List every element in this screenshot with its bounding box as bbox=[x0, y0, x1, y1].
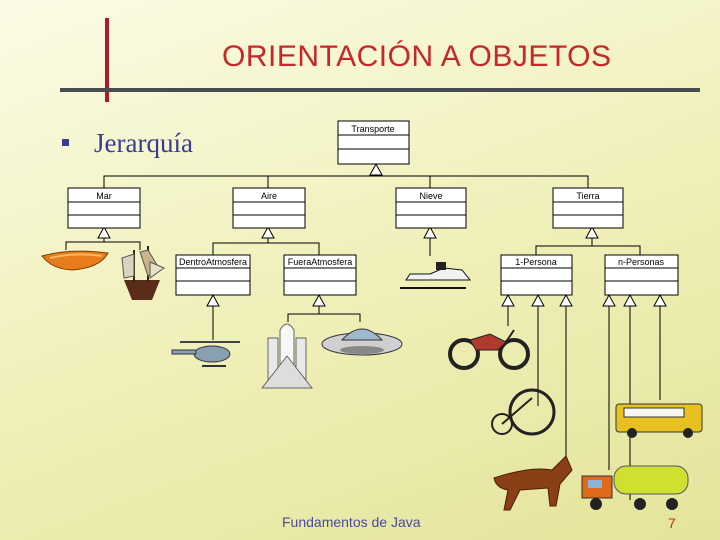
class-nieve: Nieve bbox=[395, 187, 467, 229]
class-mar: Mar bbox=[67, 187, 141, 229]
class-dentro-label: DentroAtmosfera bbox=[179, 257, 247, 267]
tanker-truck-icon bbox=[581, 465, 689, 510]
motorcycle-icon bbox=[448, 329, 530, 370]
class-tierra: Tierra bbox=[552, 187, 624, 229]
inherit-arrow-npersonas-a bbox=[602, 293, 616, 307]
class-npersonas-label: n-Personas bbox=[618, 257, 665, 267]
class-dentro-atmosfera: DentroAtmosfera bbox=[175, 254, 251, 296]
footer-text: Fundamentos de Java bbox=[282, 514, 421, 530]
inherit-arrow-npersonas-c bbox=[653, 293, 667, 307]
class-mar-label: Mar bbox=[96, 191, 112, 201]
slide-title: ORIENTACIÓN A OBJETOS bbox=[222, 40, 612, 73]
connector-dentro bbox=[212, 238, 269, 256]
accent-vertical-bar bbox=[105, 18, 109, 102]
connector-canoe bbox=[65, 238, 105, 250]
canoe-icon bbox=[41, 250, 109, 271]
sailing-ship-icon bbox=[121, 246, 166, 300]
horse-icon bbox=[493, 455, 573, 511]
inherit-arrow-1persona-b bbox=[531, 293, 545, 307]
class-aire: Aire bbox=[232, 187, 306, 229]
connector-npersonas bbox=[592, 245, 641, 256]
class-1persona-label: 1-Persona bbox=[515, 257, 557, 267]
inherit-arrow-dentro bbox=[206, 293, 220, 307]
connector-1persona bbox=[535, 238, 593, 256]
inherit-arrow-npersonas-b bbox=[623, 293, 637, 307]
inherit-arrow-transporte bbox=[369, 162, 383, 176]
snowmobile-icon bbox=[400, 262, 472, 289]
inherit-arrow-nieve bbox=[423, 225, 437, 239]
class-1-persona: 1-Persona bbox=[500, 254, 573, 296]
class-transporte-label: Transporte bbox=[351, 124, 394, 134]
inherit-arrow-1persona-a bbox=[501, 293, 515, 307]
inherit-arrow-aire bbox=[261, 225, 275, 239]
title-underline bbox=[60, 88, 700, 92]
class-aire-label: Aire bbox=[261, 191, 277, 201]
inherit-arrow-fuera bbox=[312, 293, 326, 307]
page-number: 7 bbox=[668, 515, 676, 531]
class-tierra-label: Tierra bbox=[576, 191, 599, 201]
inherit-arrow-1persona-c bbox=[559, 293, 573, 307]
helicopter-icon bbox=[171, 341, 240, 367]
inherit-arrow-mar bbox=[97, 225, 111, 239]
class-fuera-label: FueraAtmosfera bbox=[288, 257, 353, 267]
class-n-personas: n-Personas bbox=[604, 254, 679, 296]
connector-ship bbox=[104, 241, 141, 250]
bicycle-icon bbox=[491, 388, 556, 436]
bullet-icon bbox=[62, 139, 69, 146]
class-nieve-label: Nieve bbox=[419, 191, 442, 201]
bus-icon bbox=[615, 403, 703, 438]
space-shuttle-icon bbox=[260, 323, 314, 389]
bullet-text: Jerarquía bbox=[94, 128, 193, 158]
class-transporte: Transporte bbox=[337, 120, 410, 165]
class-fuera-atmosfera: FueraAtmosfera bbox=[283, 254, 357, 296]
connector-shuttle bbox=[287, 306, 320, 322]
connector-ufo bbox=[319, 313, 361, 322]
inherit-arrow-tierra bbox=[585, 225, 599, 239]
connector-fuera bbox=[268, 242, 320, 256]
ufo-icon bbox=[321, 328, 403, 356]
